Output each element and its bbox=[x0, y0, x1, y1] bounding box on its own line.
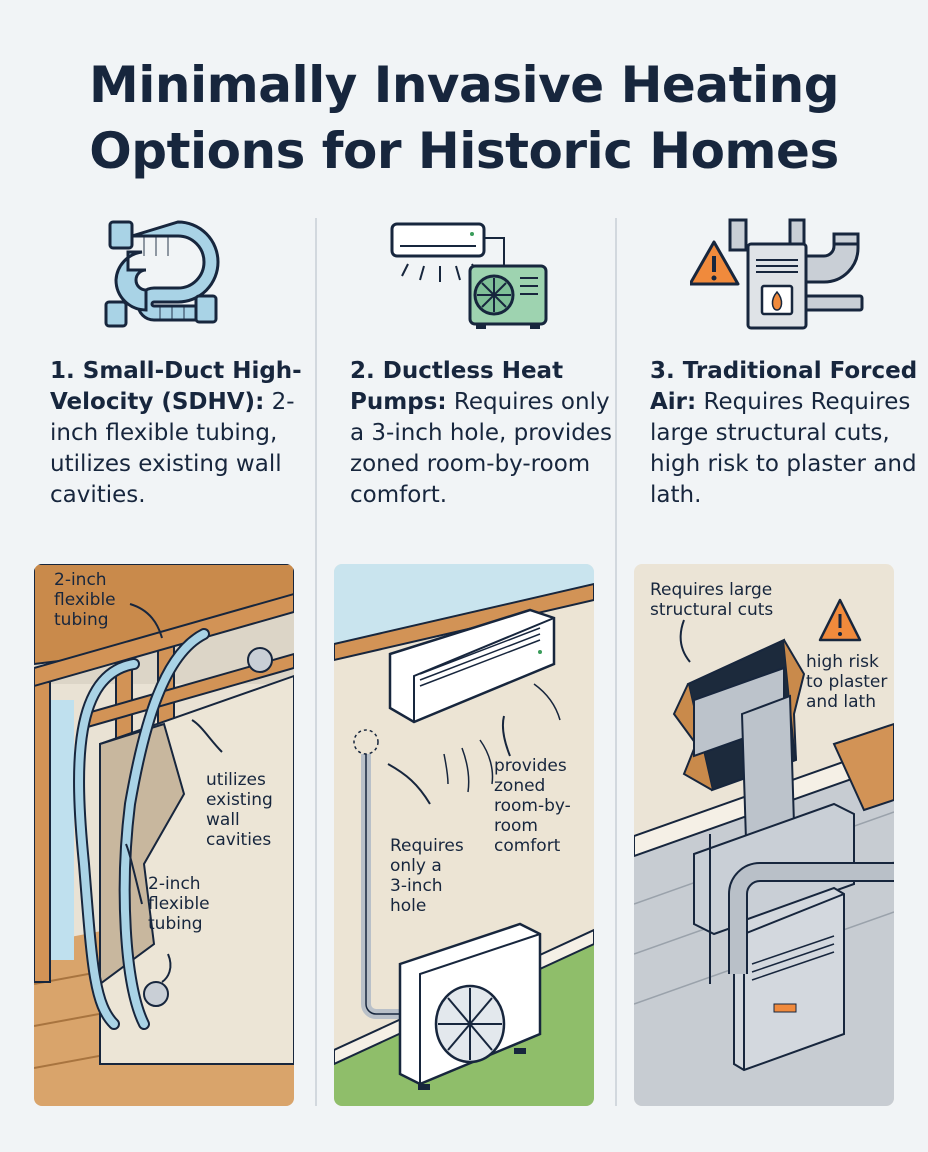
column-2-text: Requires only a 3-inch hole, provides zo… bbox=[350, 389, 613, 508]
column-3-heading: 3. Traditional Forced Air: bbox=[650, 358, 918, 415]
forced-air-cuts-callout: Requires large structural cuts bbox=[650, 580, 774, 620]
page-title: Minimally Invasive Heating Options for H… bbox=[0, 52, 928, 184]
flexible-duct-icon bbox=[100, 214, 224, 334]
column-1-text: 2-inch flexible tubing, utilizes existin… bbox=[50, 389, 295, 508]
column-1-heading: 1. Small-Duct High-Velocity (SDHV): bbox=[50, 358, 302, 415]
sdhv-tubing-callout-top: 2-inch flexible tubing bbox=[54, 570, 116, 630]
column-divider-2 bbox=[615, 218, 617, 1106]
title-line-1: Minimally Invasive Heating bbox=[88, 56, 840, 114]
column-3-description: 3. Traditional Forced Air: Requires Requ… bbox=[650, 356, 918, 511]
column-3-text: Requires Requires large structural cuts,… bbox=[650, 389, 917, 508]
ductless-illustration bbox=[334, 564, 594, 1106]
ductless-illustration-panel: provides zoned room-by- room comfort Req… bbox=[334, 564, 594, 1106]
column-divider-1 bbox=[315, 218, 317, 1106]
forced-air-risk-callout: high risk to plaster and lath bbox=[806, 652, 888, 712]
ductless-comfort-callout: provides zoned room-by- room comfort bbox=[494, 756, 571, 856]
sdhv-wall-illustration bbox=[34, 564, 294, 1106]
forced-air-illustration bbox=[634, 564, 894, 1106]
mini-split-icon bbox=[388, 214, 560, 336]
sdhv-illustration-panel: 2-inch flexible tubing utilizes existing… bbox=[34, 564, 294, 1106]
column-2-heading: 2. Ductless Heat Pumps: bbox=[350, 358, 564, 415]
sdhv-cavities-callout: utilizes existing wall cavities bbox=[206, 770, 273, 850]
furnace-warning-icon bbox=[688, 214, 872, 336]
column-1-description: 1. Small-Duct High-Velocity (SDHV): 2-in… bbox=[50, 356, 318, 511]
column-2-description: 2. Ductless Heat Pumps: Requires only a … bbox=[350, 356, 618, 511]
ductless-hole-callout: Requires only a 3-inch hole bbox=[390, 836, 464, 916]
sdhv-tubing-callout-bottom: 2-inch flexible tubing bbox=[148, 874, 210, 934]
title-line-2: Options for Historic Homes bbox=[89, 122, 839, 180]
forced-air-illustration-panel: Requires large structural cuts high risk… bbox=[634, 564, 894, 1106]
